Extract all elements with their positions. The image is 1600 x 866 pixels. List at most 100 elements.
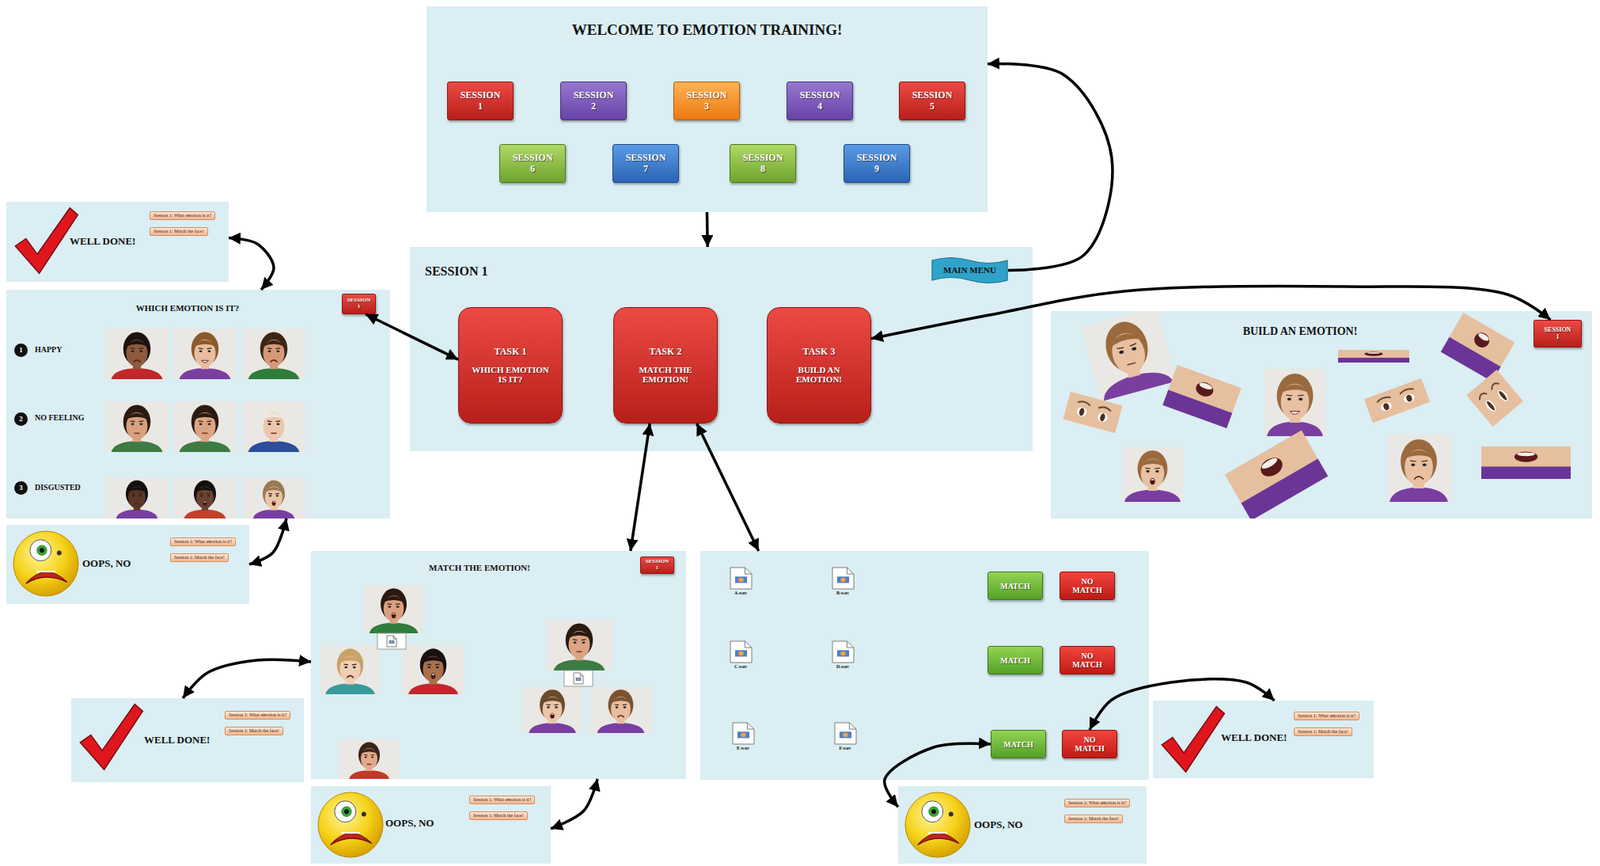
panel-illustration-shape xyxy=(431,672,437,679)
panel-illustration-shape xyxy=(265,486,284,493)
panel-illustration-shape xyxy=(392,613,396,615)
panel-illustration-shape xyxy=(139,494,142,497)
file-name: E.wav xyxy=(725,745,761,751)
panel-illustration-shape xyxy=(248,367,300,380)
panel-illustration-shape xyxy=(105,401,169,452)
panel-illustration-shape xyxy=(198,420,204,422)
option-number: 1 xyxy=(14,343,28,357)
panel-illustration-shape xyxy=(126,412,148,440)
panel-illustration-shape xyxy=(1496,387,1511,403)
session-button: SESSION 5 xyxy=(898,81,966,121)
connector-arrow xyxy=(365,314,459,360)
panel-illustration-shape xyxy=(184,509,227,519)
panel-illustration-shape xyxy=(1141,458,1164,489)
session-button: SESSION 8 xyxy=(729,144,797,183)
panel-illustration-shape xyxy=(746,722,755,729)
panel-illustration-shape xyxy=(203,500,208,506)
text-slot: A.wav xyxy=(723,590,759,596)
panel-illustration-shape xyxy=(272,500,277,506)
text-slot: BUILD AN EMOTION! xyxy=(1181,325,1419,338)
text-slot: WHICH EMOTION IS IT? xyxy=(68,303,307,313)
panel-illustration-shape xyxy=(834,722,857,744)
panel-illustration-shape xyxy=(364,756,368,759)
panel-illustration-shape xyxy=(275,492,280,495)
panel-illustration-shape xyxy=(390,640,394,644)
no-match-button: NO MATCH xyxy=(1059,645,1115,675)
face-fragment xyxy=(1481,446,1571,479)
session-button: SESSION 6 xyxy=(499,144,566,183)
panel-illustration-shape xyxy=(730,640,752,663)
panel-illustration-shape xyxy=(1241,458,1329,519)
panel-illustration-shape xyxy=(542,696,563,722)
panel-illustration-shape xyxy=(140,423,144,426)
panel-illustration-shape xyxy=(1403,450,1434,459)
panel-illustration-shape xyxy=(1287,398,1292,401)
panel-illustration-shape xyxy=(568,630,591,659)
flag-graphic-shape xyxy=(932,257,1008,284)
panel-illustration-shape xyxy=(140,350,144,353)
face-photo xyxy=(338,739,400,779)
panel-illustration-shape xyxy=(139,347,145,349)
panel-illustration-shape xyxy=(426,663,432,666)
panel-illustration-shape xyxy=(360,748,379,755)
face-photo xyxy=(522,686,583,733)
main-menu-flag: MAIN MENU xyxy=(931,254,1009,286)
panel-illustration-shape xyxy=(1290,411,1301,415)
button-label: NO MATCH xyxy=(1072,651,1103,669)
panel-illustration-shape xyxy=(738,651,744,656)
task-button: TASK 3BUILD AN EMOTION! xyxy=(766,307,872,424)
panel-illustration-shape xyxy=(576,677,582,681)
nav-button: Session 1: Match the face! xyxy=(1293,727,1353,736)
text-slot: HAPPY xyxy=(34,345,62,354)
button-label: Session 1: Match the face! xyxy=(153,228,205,235)
sound-file-icon xyxy=(834,722,857,744)
panel-illustration-shape xyxy=(79,704,143,770)
panel-illustration-shape xyxy=(179,367,232,380)
panel-illustration-shape xyxy=(334,800,357,823)
sound-file-icon xyxy=(730,640,752,663)
panel-illustration-shape xyxy=(131,492,136,495)
panel-illustration-shape xyxy=(573,672,584,684)
panel-illustration-shape xyxy=(352,663,357,666)
panel-illustration-shape xyxy=(522,686,583,733)
panel-illustration-shape xyxy=(1402,392,1417,404)
panel-illustration-shape xyxy=(1516,451,1536,456)
nav-button: Session 1: Match the face! xyxy=(1064,814,1123,823)
text-slot: WELCOME TO EMOTION TRAINING! xyxy=(426,22,988,39)
face-photo xyxy=(242,477,306,519)
text-slot: B.wav xyxy=(825,590,861,596)
panel-illustration-shape xyxy=(36,570,56,573)
panel-illustration-shape xyxy=(383,595,405,622)
button-label: Session 1: What emotion is it? xyxy=(1068,800,1127,806)
panel-illustration-shape xyxy=(1122,446,1183,502)
text-slot: WELL DONE! xyxy=(1220,731,1287,744)
session-button: SESSION 2 xyxy=(560,81,627,121)
panel-illustration-shape xyxy=(138,492,143,495)
panel-illustration-shape xyxy=(568,631,591,638)
button-label: NO MATCH xyxy=(1072,576,1103,595)
sad-face-icon xyxy=(13,530,79,596)
panel-illustration-shape xyxy=(173,328,237,380)
panel-illustration-shape xyxy=(846,640,854,648)
face-fragment xyxy=(1062,391,1123,433)
panel-illustration-shape xyxy=(1364,352,1383,357)
session-button: SESSION 1 xyxy=(447,81,514,121)
task-screen: BUILD AN EMOTION!SESSION 1 xyxy=(1050,310,1593,519)
panel-illustration-shape xyxy=(198,347,204,349)
option-number-text: 1 xyxy=(18,346,23,355)
panel-illustration-shape xyxy=(173,401,237,452)
text-slot: F.wav xyxy=(827,745,863,751)
session-link-button: SESSION 1 xyxy=(341,293,376,315)
connector-arrow xyxy=(1089,678,1274,730)
panel-illustration-shape xyxy=(1107,329,1142,349)
button-label: WHICH EMOTION IS IT? xyxy=(466,364,554,384)
panel-illustration-shape xyxy=(39,547,45,553)
panel-illustration-shape xyxy=(193,413,217,420)
button-label: MATCH THE EMOTION! xyxy=(621,364,710,384)
connector-arrow xyxy=(697,423,759,551)
panel-illustration-shape xyxy=(371,754,376,756)
panel-illustration-shape xyxy=(732,722,755,744)
button-label: Session 1: What emotion is it? xyxy=(228,712,287,718)
panel-illustration-shape xyxy=(276,423,281,426)
